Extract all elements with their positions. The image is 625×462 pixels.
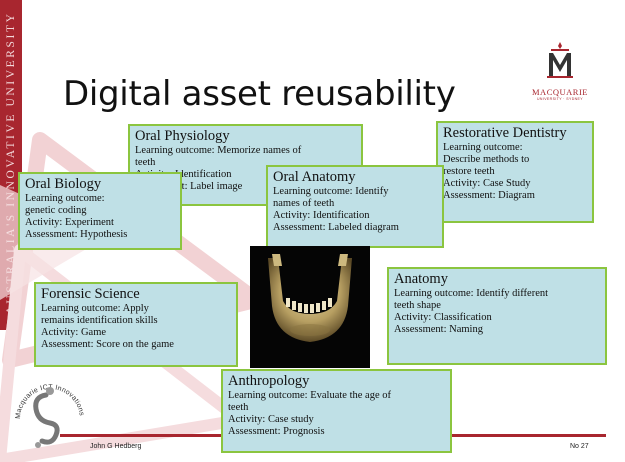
oral-biology-box: Oral Biology Learning outcome: genetic c… [18,172,182,250]
forensic-science-box: Forensic Science Learning outcome: Apply… [34,282,238,367]
box-line: Learning outcome: Memorize names of [135,145,302,156]
box-line: remains identification skills [41,315,158,326]
box-line: teeth shape [394,300,441,311]
box-line: Assessment: Labeled diagram [273,222,399,233]
slide-title: Digital asset reusability [63,74,456,114]
box-heading: Oral Physiology [135,128,230,144]
box-line: Activity: Experiment [25,217,114,228]
box-line: Learning outcome: [25,193,105,204]
box-line: Learning outcome: Apply [41,303,149,314]
anthropology-box: Anthropology Learning outcome: Evaluate … [221,369,452,453]
crest-icon [547,42,573,78]
box-line: teeth [228,402,249,413]
box-heading: Anthropology [228,373,310,389]
box-line: Learning outcome: Identify different [394,288,549,299]
page-number: No 27 [570,443,589,450]
box-line: Activity: Identification [273,210,370,221]
box-line: Assessment: Score on the game [41,339,174,350]
box-line: restore teeth [443,166,495,177]
box-line: Learning outcome: Evaluate the age of [228,390,391,401]
box-line: Assessment: Prognosis [228,426,325,437]
oral-anatomy-box: Oral Anatomy Learning outcome: Identify … [266,165,444,248]
anatomy-box: Anatomy Learning outcome: Identify diffe… [387,267,607,365]
ict-innovations-logo: Macquarie ICT Innovations Centre [9,370,88,462]
box-line: Activity: Identification [135,169,232,180]
ict-logo-icon: Macquarie ICT Innovations Centre [9,370,85,448]
box-line: Assessment: Naming [394,324,483,335]
ict-logo-text: Macquarie ICT Innovations Centre [9,370,84,419]
macquarie-logo: MACQUARIE UNIVERSITY · SYDNEY [520,40,600,101]
box-line: Activity: Case study [228,414,314,425]
box-heading: Oral Anatomy [273,169,356,185]
box-line: genetic coding [25,205,87,216]
logo-name: MACQUARIE [532,87,588,97]
restorative-dentistry-box: Restorative Dentistry Learning outcome: … [436,121,594,223]
box-line: Activity: Game [41,327,107,338]
box-line: Assessment: Hypothesis [25,229,128,240]
box-line: Assessment: Diagram [443,190,535,201]
box-heading: Oral Biology [25,176,102,192]
box-line: teeth [135,157,156,168]
box-line: Activity: Case Study [443,178,531,189]
box-line: Learning outcome: [443,142,523,153]
box-line: Activity: Classification [394,312,492,323]
footer-author: John G Hedberg [90,443,142,450]
box-heading: Restorative Dentistry [443,125,567,141]
logo-subtitle: UNIVERSITY · SYDNEY [536,97,584,101]
jaw-bone-photo [250,246,370,368]
box-heading: Anatomy [394,271,448,287]
jaw-bone-image [268,254,352,342]
box-line: Learning outcome: Identify [273,186,389,197]
box-line: names of teeth [273,198,335,209]
svg-text:Macquarie ICT Innovations Cent: Macquarie ICT Innovations Centre [12,375,85,419]
box-line: Describe methods to [443,154,530,165]
box-heading: Forensic Science [41,286,140,302]
box-line: Assessment: Label image [135,181,243,192]
